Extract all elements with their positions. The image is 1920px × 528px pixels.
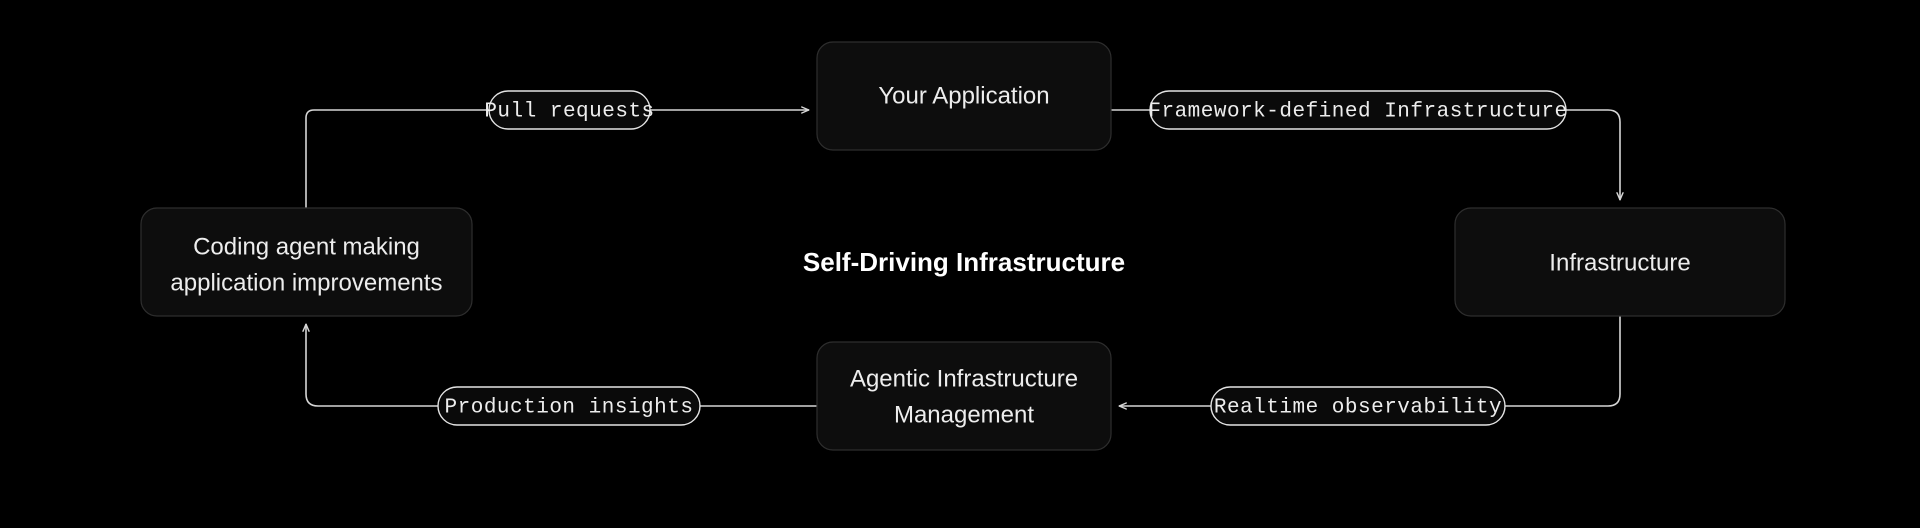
- edge-production-label-to-coding-agent: [302, 323, 438, 407]
- node-agentic-management[interactable]: Agentic Infrastructure Management: [816, 341, 1112, 451]
- edge-label-pull-requests-pill[interactable]: [488, 90, 651, 130]
- node-infrastructure-box[interactable]: [1454, 207, 1786, 317]
- edge-label-production-insights[interactable]: Production insights: [437, 386, 701, 426]
- edge-label-realtime-observability-text: Realtime observability: [1214, 397, 1502, 420]
- node-your-application-label: Your Application: [878, 82, 1049, 109]
- edge-label-realtime-observability-pill[interactable]: [1210, 386, 1506, 426]
- node-infrastructure-label: Infrastructure: [1549, 249, 1690, 276]
- edge-label-framework-defined-infrastructure[interactable]: Framework-defined Infrastructure: [1148, 90, 1567, 130]
- node-coding-agent[interactable]: Coding agent making application improvem…: [140, 207, 473, 317]
- edge-framework-label-to-infrastructure: [1566, 109, 1624, 201]
- edge-label-framework-defined-infrastructure-text: Framework-defined Infrastructure: [1148, 101, 1567, 124]
- node-agentic-management-label-line1: Agentic Infrastructure: [850, 365, 1078, 392]
- node-your-application[interactable]: Your Application: [816, 41, 1112, 151]
- edge-label-realtime-observability[interactable]: Realtime observability: [1210, 386, 1506, 426]
- edge-label-framework-defined-infrastructure-pill[interactable]: [1149, 90, 1567, 130]
- edge-label-pull-requests[interactable]: Pull requests: [484, 90, 654, 130]
- node-agentic-management-label-line2: Management: [894, 401, 1034, 428]
- edge-coding-agent-to-pull-requests: [305, 109, 489, 208]
- node-agentic-management-box[interactable]: [816, 341, 1112, 451]
- node-coding-agent-label-line2: application improvements: [170, 269, 442, 296]
- node-coding-agent-label-line1: Coding agent making: [193, 233, 420, 260]
- page-title: Self-Driving Infrastructure: [803, 247, 1125, 277]
- edge-label-production-insights-text: Production insights: [445, 397, 694, 420]
- edge-label-production-insights-pill[interactable]: [437, 386, 701, 426]
- node-your-application-box[interactable]: [816, 41, 1112, 151]
- node-infrastructure[interactable]: Infrastructure: [1454, 207, 1786, 317]
- edge-label-pull-requests-text: Pull requests: [484, 101, 654, 124]
- edge-infrastructure-to-observability-label: [1505, 316, 1621, 407]
- node-coding-agent-box[interactable]: [140, 207, 473, 317]
